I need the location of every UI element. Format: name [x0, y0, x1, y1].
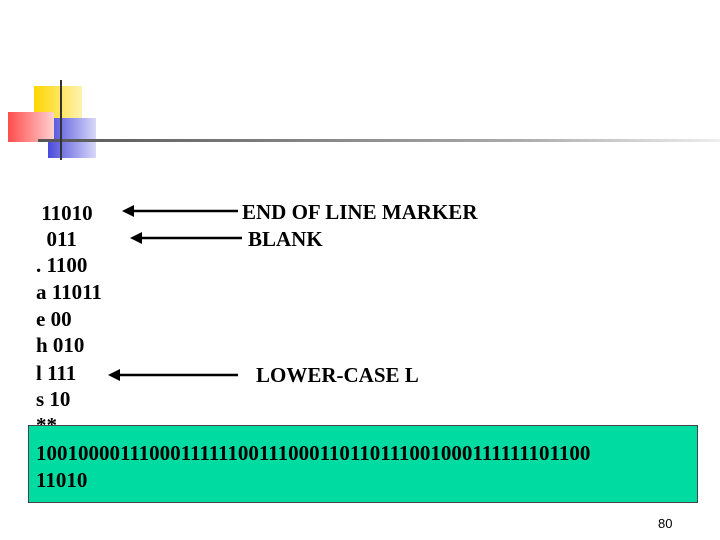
logo-horizontal-line — [38, 139, 720, 142]
code-row-h: h 010 — [36, 333, 85, 357]
logo-vertical-line — [60, 80, 62, 160]
end-of-line-marker-label: END OF LINE MARKER — [242, 200, 478, 224]
encoded-message-box — [28, 425, 698, 503]
code-row-blank: 011 — [36, 227, 77, 251]
encoded-line-1: 1001000011100011111100111000110110111001… — [36, 441, 591, 465]
lower-case-l-label: LOWER-CASE L — [256, 363, 419, 387]
code-row-eol: 11010 — [36, 201, 93, 225]
logo-red-square — [8, 112, 54, 142]
code-row-e: e 00 — [36, 307, 72, 331]
encoded-line-2: 11010 — [36, 468, 88, 492]
code-row-s: s 10 — [36, 387, 71, 411]
code-row-l: l 111 — [36, 361, 77, 385]
left-arrow-icon — [122, 205, 238, 217]
code-row-period: . 1100 — [36, 253, 88, 277]
slide-logo-decoration — [8, 80, 720, 160]
left-arrow-icon — [130, 232, 242, 244]
blank-label: BLANK — [248, 227, 323, 251]
logo-blue-square — [48, 118, 96, 158]
page-number: 80 — [658, 516, 673, 531]
code-row-a: a 11011 — [36, 280, 102, 304]
left-arrow-icon — [108, 369, 238, 381]
